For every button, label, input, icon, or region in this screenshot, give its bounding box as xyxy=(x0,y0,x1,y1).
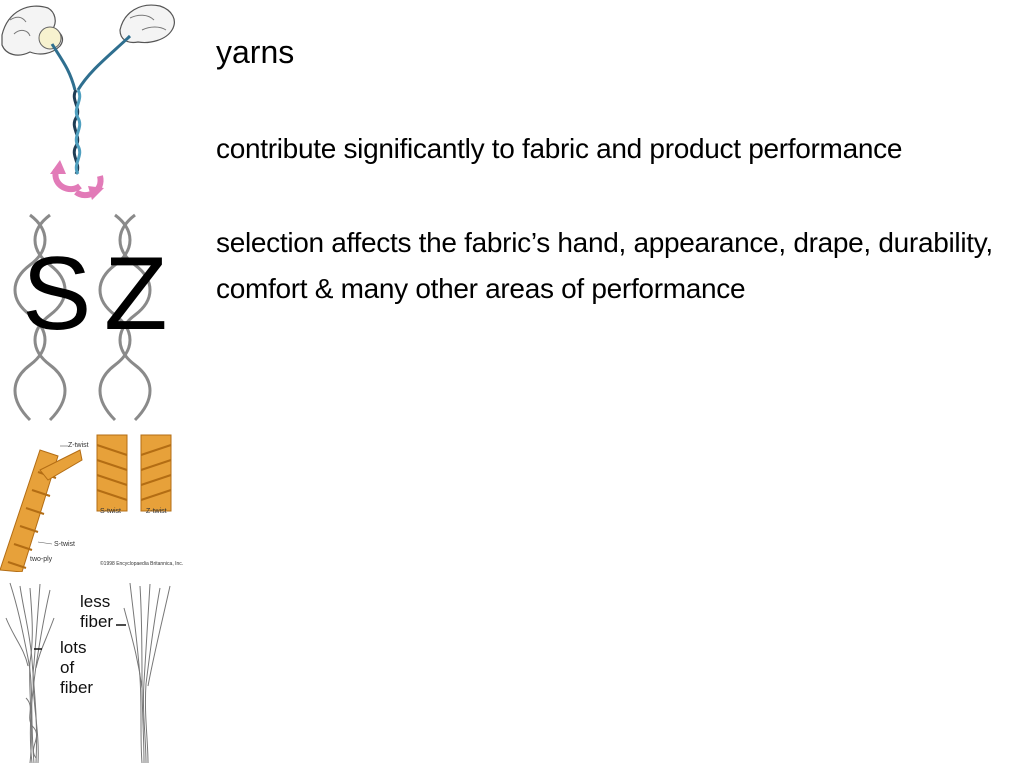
paragraph-performance: contribute significantly to fabric and p… xyxy=(216,133,903,164)
s-twist-label: S-twist xyxy=(100,508,121,515)
two-ply-label: two-ply xyxy=(30,556,53,563)
copyright-note: ©1998 Encyclopaedia Britannica, Inc. xyxy=(100,561,184,567)
twist-strands xyxy=(13,213,152,422)
z-twist-letter: Z xyxy=(104,236,168,352)
z-twist-label: Z-twist xyxy=(146,508,167,515)
twisting-hands-illustration xyxy=(0,0,185,210)
fiber-density-illustration: less fiber lots of fiber xyxy=(0,578,185,768)
fiber-label-a: fiber xyxy=(80,612,114,631)
hands-drawing xyxy=(1,4,175,200)
slide-content: yarns contribute significantly to fabric… xyxy=(216,32,1016,360)
lots-label: lots xyxy=(60,638,87,657)
ply-drawing xyxy=(0,434,172,572)
z-twist-label-top: Z-twist xyxy=(68,442,89,449)
of-label: of xyxy=(60,658,75,677)
s-twist-letter: S xyxy=(22,236,92,352)
paragraph-selection: selection affects the fabric’s hand, app… xyxy=(216,227,993,304)
less-label: less xyxy=(80,592,111,611)
fiber-drawing xyxy=(5,582,171,764)
fiber-label-b: fiber xyxy=(60,678,94,697)
s-z-twist-illustration: S Z xyxy=(0,210,185,425)
slide-title: yarns xyxy=(216,34,295,70)
s-twist-label-lower: S-twist xyxy=(54,541,75,548)
two-ply-illustration: Z-twist S-twist Z-twist S-twist two-ply … xyxy=(0,430,185,572)
